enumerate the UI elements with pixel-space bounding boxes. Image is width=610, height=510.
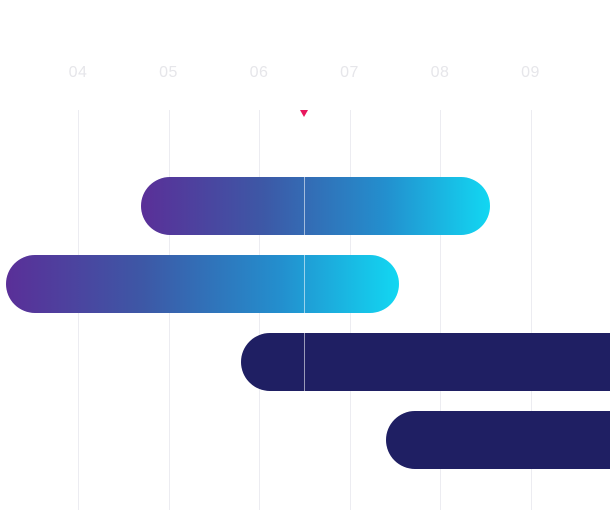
column-label-04: 04 — [68, 64, 88, 81]
column-label-08: 08 — [430, 64, 450, 81]
timeline-bar-4[interactable] — [385, 411, 610, 469]
current-time-line — [303, 177, 305, 391]
grid-line — [440, 110, 441, 510]
timeline-bar-1[interactable] — [141, 177, 490, 235]
current-time-marker-icon — [300, 110, 309, 117]
timeline-bar-2[interactable] — [5, 255, 400, 313]
column-label-09: 09 — [521, 64, 540, 81]
column-label-07: 07 — [340, 64, 359, 81]
column-label-06: 06 — [249, 64, 269, 81]
column-label-05: 05 — [159, 64, 178, 81]
grid-line — [530, 110, 532, 510]
timeline-bar-3[interactable] — [240, 333, 610, 391]
